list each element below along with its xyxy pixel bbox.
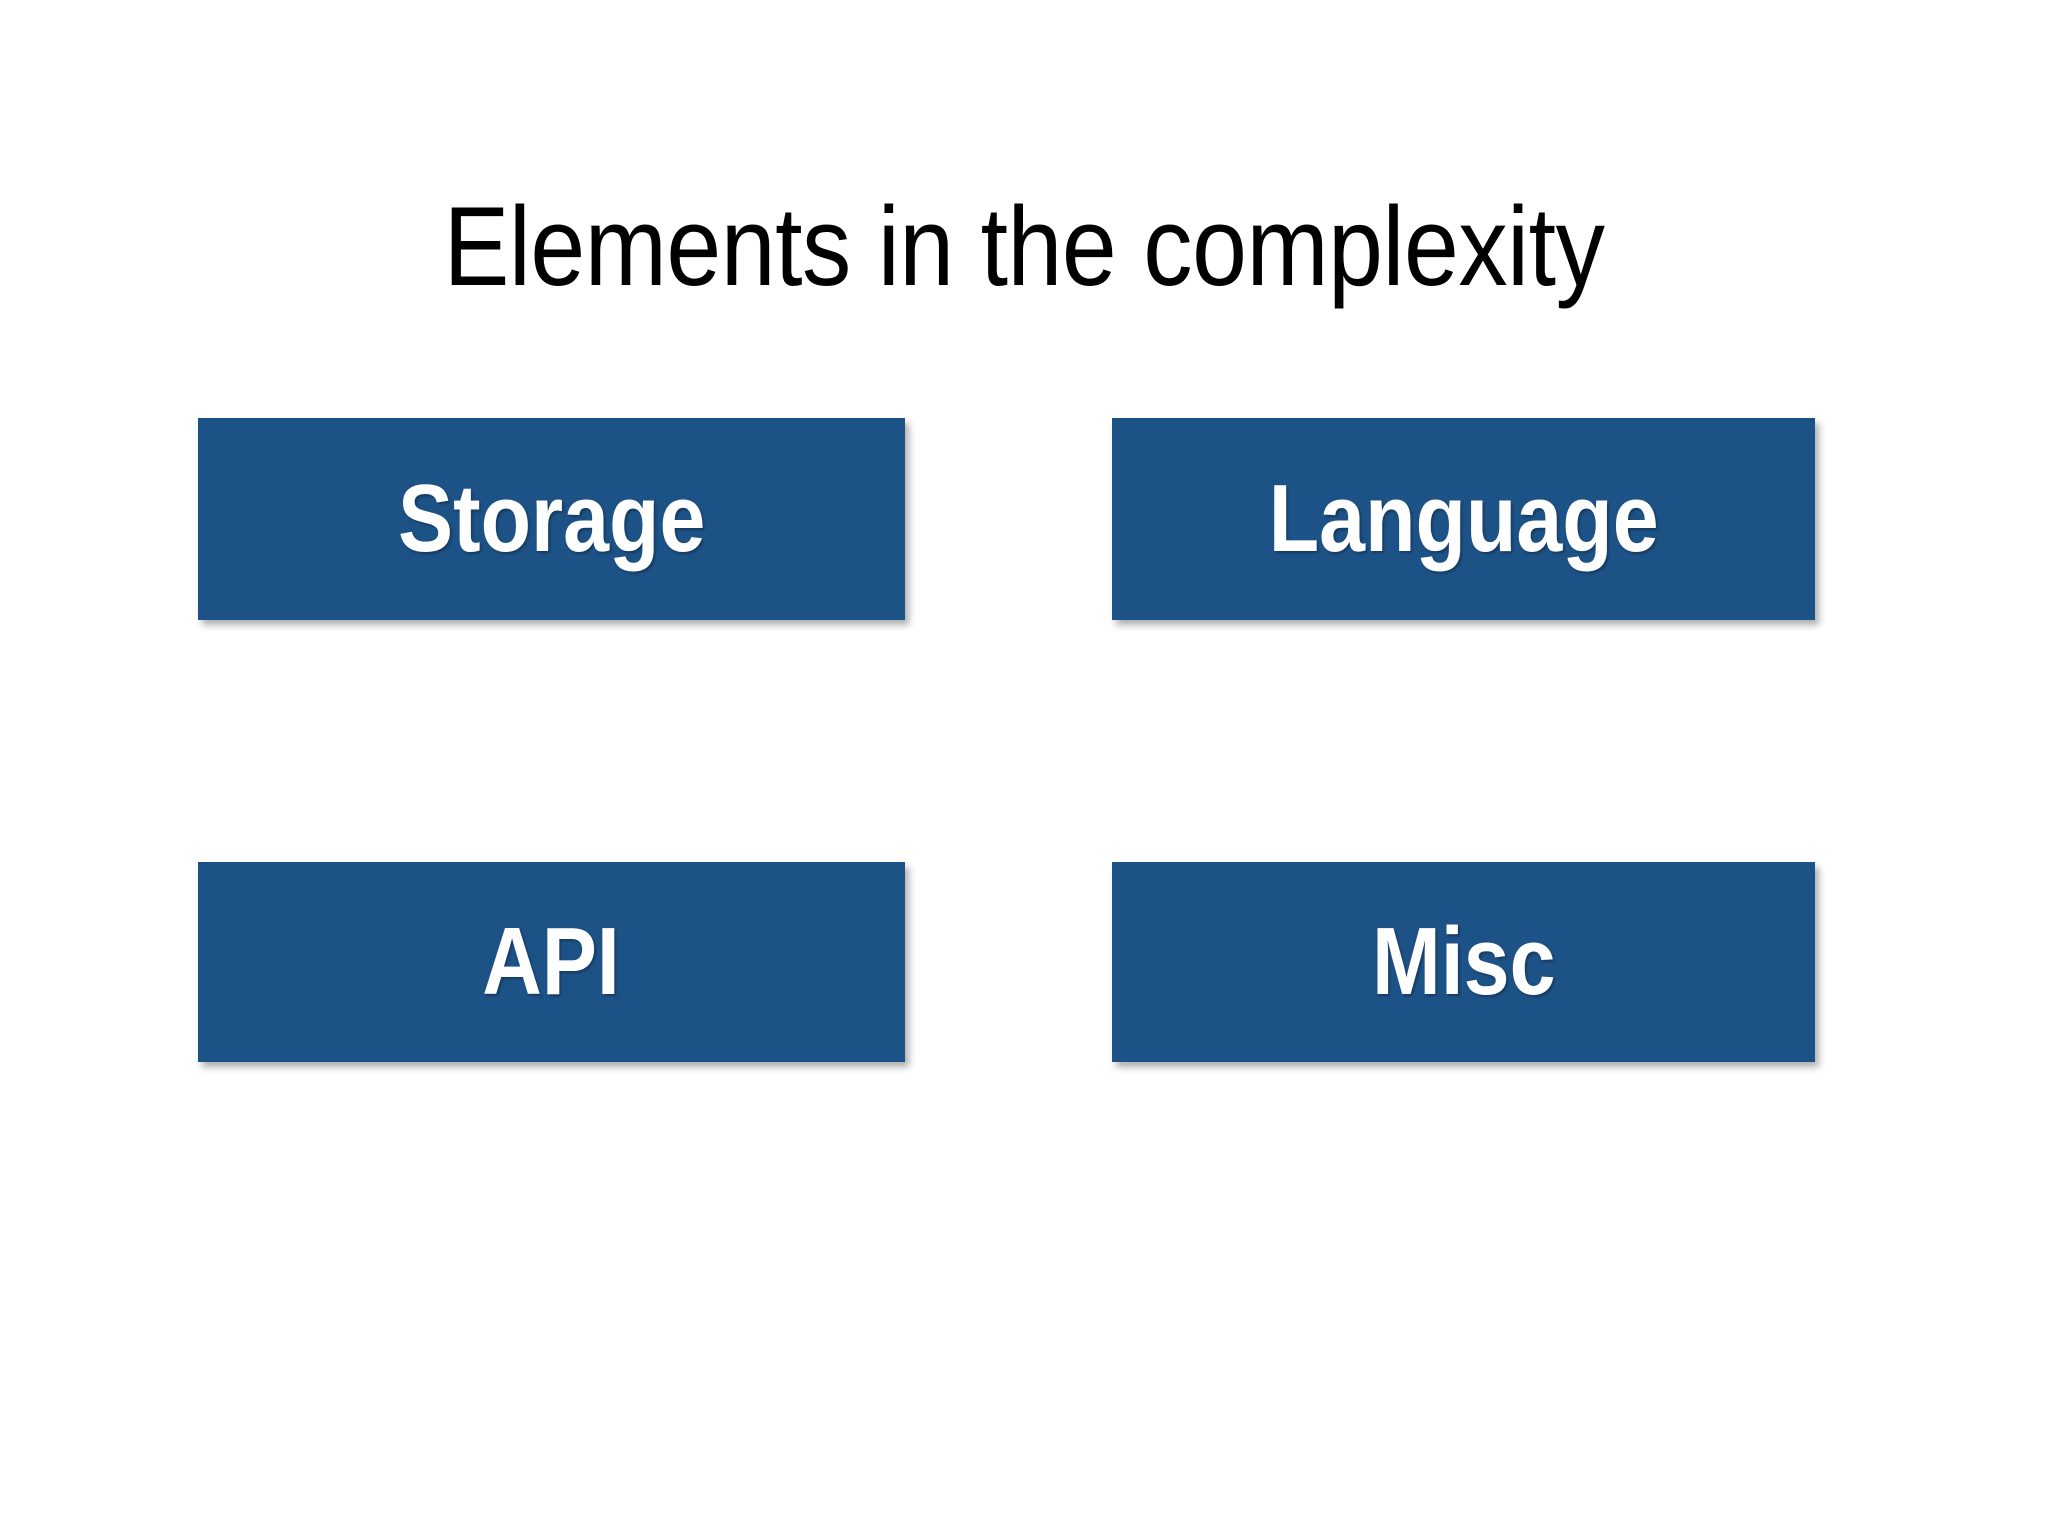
element-box-misc[interactable]: Misc [1112,862,1815,1062]
element-box-label: API [482,908,621,1015]
element-box-language[interactable]: Language [1112,418,1815,620]
element-box-storage[interactable]: Storage [198,418,905,620]
element-box-label: Storage [397,465,706,572]
page-title: Elements in the complexity [443,184,1605,310]
element-box-label: Misc [1371,908,1556,1015]
element-box-label: Language [1268,465,1659,572]
element-box-api[interactable]: API [198,862,905,1062]
